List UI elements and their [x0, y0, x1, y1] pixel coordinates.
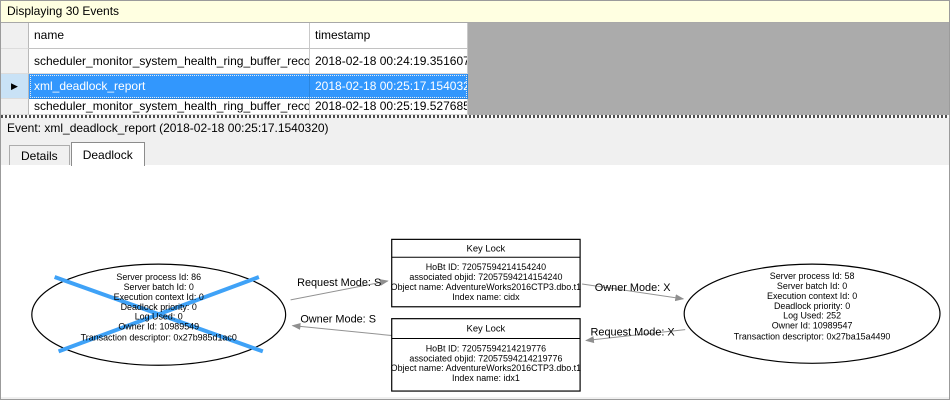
grid-header-row: name timestamp [1, 23, 468, 49]
row-selector[interactable] [1, 49, 29, 74]
edge-owner-mode-x: Owner Mode: X [582, 282, 685, 302]
svg-text:Owner Id: 10989547: Owner Id: 10989547 [772, 321, 853, 331]
svg-text:HoBt ID: 72057594214154240: HoBt ID: 72057594214154240 [426, 262, 546, 272]
edge-request-mode-s: Request Mode: S [290, 277, 389, 301]
events-grid: name timestamp scheduler_monitor_system_… [1, 23, 949, 115]
detail-tabstrip: Details Deadlock [1, 140, 949, 166]
svg-text:Execution context Id: 0: Execution context Id: 0 [767, 291, 857, 301]
svg-text:Transaction descriptor: 0x27ba: Transaction descriptor: 0x27ba15a4490 [734, 331, 891, 341]
svg-text:Deadlock priority: 0: Deadlock priority: 0 [774, 301, 850, 311]
svg-text:Object name: AdventureWorks201: Object name: AdventureWorks2016CTP3.dbo.… [391, 282, 581, 292]
deadlock-graph: Request Mode: S Owner Mode: S Owner Mode… [31, 238, 941, 392]
tab-deadlock[interactable]: Deadlock [70, 142, 145, 166]
svg-text:Server batch Id: 0: Server batch Id: 0 [777, 281, 847, 291]
edge-request-mode-x: Request Mode: X [585, 327, 686, 344]
cell-timestamp[interactable]: 2018-02-18 00:25:17.1540320 [310, 74, 468, 99]
svg-text:Owner Id: 10989549: Owner Id: 10989549 [118, 322, 199, 332]
svg-text:Server process Id: 86: Server process Id: 86 [116, 272, 201, 282]
column-header-timestamp[interactable]: timestamp [310, 23, 468, 49]
cell-name[interactable]: scheduler_monitor_system_health_ring_buf… [29, 49, 310, 74]
edge-label: Owner Mode: X [595, 282, 671, 294]
events-count-label: Displaying 30 Events [7, 4, 120, 18]
table-row[interactable]: scheduler_monitor_system_health_ring_buf… [1, 49, 468, 74]
event-title-bar: Event: xml_deadlock_report (2018-02-18 0… [1, 118, 949, 140]
cell-timestamp[interactable]: 2018-02-18 00:25:19.5276859 [310, 99, 468, 115]
svg-text:associated objid: 720575942142: associated objid: 72057594214219776 [409, 353, 562, 363]
cell-name[interactable]: xml_deadlock_report [29, 74, 310, 99]
svg-text:Log Used: 0: Log Used: 0 [135, 312, 183, 322]
svg-text:Server batch Id: 0: Server batch Id: 0 [124, 282, 194, 292]
row-selector[interactable] [1, 99, 29, 115]
svg-text:Index name: idx1: Index name: idx1 [452, 373, 520, 383]
event-title-label: Event: xml_deadlock_report (2018-02-18 0… [7, 121, 329, 135]
svg-text:Object name: AdventureWorks201: Object name: AdventureWorks2016CTP3.dbo.… [391, 363, 581, 373]
grid-focus-border [1, 115, 949, 118]
svg-text:Execution context Id: 0: Execution context Id: 0 [114, 292, 204, 302]
selected-row-cells[interactable]: xml_deadlock_report 2018-02-18 00:25:17.… [29, 74, 468, 99]
process-node-victim[interactable]: Server process Id: 86 Server batch Id: 0… [31, 263, 287, 366]
edge-label: Request Mode: S [297, 277, 381, 289]
edge-label: Request Mode: X [591, 327, 676, 339]
process-node-text: Server process Id: 86 Server batch Id: 0… [81, 272, 237, 342]
svg-text:Log Used: 252: Log Used: 252 [783, 311, 841, 321]
svg-text:HoBt ID: 72057594214219776: HoBt ID: 72057594214219776 [426, 343, 546, 353]
deadlock-tab-panel: Request Mode: S Owner Mode: S Owner Mode… [1, 165, 949, 397]
lock-node-cidx[interactable]: Key Lock HoBt ID: 72057594214154240 asso… [391, 238, 581, 308]
svg-text:associated objid: 720575942141: associated objid: 72057594214154240 [409, 272, 562, 282]
column-header-name[interactable]: name [29, 23, 310, 49]
lock-title: Key Lock [467, 323, 506, 334]
process-node-text: Server process Id: 58 Server batch Id: 0… [734, 271, 891, 341]
lock-node-idx1[interactable]: Key Lock HoBt ID: 72057594214219776 asso… [391, 318, 581, 392]
svg-text:Server process Id: 58: Server process Id: 58 [770, 271, 855, 281]
tab-details[interactable]: Details [9, 145, 70, 165]
lock-node-text: HoBt ID: 72057594214219776 associated ob… [391, 343, 581, 383]
edge-label: Owner Mode: S [300, 314, 376, 326]
svg-text:Transaction descriptor: 0x27b9: Transaction descriptor: 0x27b985d1ac0 [81, 332, 237, 342]
row-selector-current[interactable]: ▶ [1, 74, 29, 99]
table-row-selected[interactable]: ▶ xml_deadlock_report 2018-02-18 00:25:1… [1, 74, 468, 99]
events-count-bar: Displaying 30 Events [1, 1, 949, 23]
process-node[interactable]: Server process Id: 58 Server batch Id: 0… [683, 263, 941, 364]
lock-node-text: HoBt ID: 72057594214154240 associated ob… [391, 262, 581, 302]
edge-owner-mode-s: Owner Mode: S [291, 314, 392, 337]
lock-title: Key Lock [467, 242, 506, 253]
table-row[interactable]: scheduler_monitor_system_health_ring_buf… [1, 99, 468, 115]
svg-text:Deadlock priority: 0: Deadlock priority: 0 [121, 302, 197, 312]
header-selector-spacer [1, 23, 29, 49]
current-row-arrow-icon: ▶ [11, 80, 18, 91]
svg-text:Index name: cidx: Index name: cidx [452, 292, 520, 302]
cell-name[interactable]: scheduler_monitor_system_health_ring_buf… [29, 99, 310, 115]
cell-timestamp[interactable]: 2018-02-18 00:24:19.3516078 [310, 49, 468, 74]
